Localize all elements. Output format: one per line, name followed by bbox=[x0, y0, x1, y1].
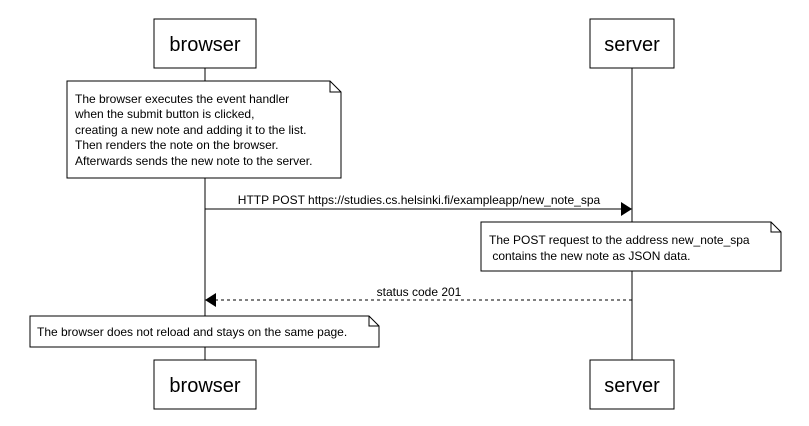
note-line: The POST request to the address new_note… bbox=[489, 233, 750, 247]
note-line: The browser does not reload and stays on… bbox=[37, 325, 347, 339]
note-line: The browser executes the event handler bbox=[75, 92, 289, 106]
note-no-reload: The browser does not reload and stays on… bbox=[29, 315, 380, 348]
message-status-201-label: status code 201 bbox=[377, 285, 462, 299]
note-browser-executes: The browser executes the event handler w… bbox=[66, 80, 342, 179]
message-http-post-arrowhead bbox=[621, 202, 632, 216]
note-line: Then renders the note on the browser. bbox=[75, 138, 278, 152]
participant-server-bottom-label: server bbox=[604, 375, 660, 397]
message-status-201-arrowhead bbox=[205, 293, 216, 307]
message-http-post-label: HTTP POST https://studies.cs.helsinki.fi… bbox=[238, 193, 601, 207]
participant-browser-bottom: browser bbox=[153, 359, 257, 410]
participant-server-top: server bbox=[589, 18, 675, 69]
message-http-post: HTTP POST https://studies.cs.helsinki.fi… bbox=[205, 193, 632, 216]
note-line: creating a new note and adding it to the… bbox=[75, 123, 307, 137]
participant-browser-top-label: browser bbox=[169, 34, 240, 56]
note-line: Afterwards sends the new note to the ser… bbox=[75, 154, 312, 168]
participant-browser-top: browser bbox=[153, 18, 257, 69]
participant-server-bottom: server bbox=[589, 359, 675, 410]
message-status-201: status code 201 bbox=[205, 285, 632, 307]
note-post-request: The POST request to the address new_note… bbox=[480, 221, 782, 272]
note-line: when the submit button is clicked, bbox=[74, 107, 254, 121]
participant-server-top-label: server bbox=[604, 34, 660, 56]
note-line: contains the new note as JSON data. bbox=[489, 249, 690, 263]
participant-browser-bottom-label: browser bbox=[169, 375, 240, 397]
